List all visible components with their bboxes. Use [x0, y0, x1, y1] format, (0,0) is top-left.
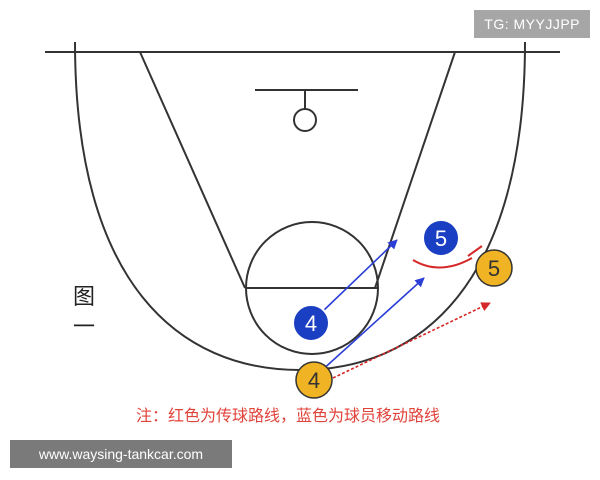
legend-note: 注：红色为传球路线，蓝色为球员移动路线	[136, 406, 440, 425]
player-blue-4-number: 4	[305, 311, 317, 336]
figure-label-top: 图	[73, 285, 95, 310]
player-blue-5-number: 5	[435, 226, 447, 251]
movement-route-yellow4	[319, 277, 425, 373]
player-blue-5: 5	[422, 219, 460, 257]
player-blue-4: 4	[292, 304, 330, 342]
player-yellow-5: 5	[475, 249, 513, 287]
defender-tick	[467, 245, 483, 257]
movement-route-blue4	[321, 239, 398, 313]
player-yellow-4: 4	[295, 361, 333, 399]
telegram-tag: TG: MYYJJPP	[474, 10, 590, 38]
website-watermark: www.waysing-tankcar.com	[10, 440, 232, 468]
figure-label-bottom: 一	[73, 315, 95, 340]
rim	[293, 108, 317, 132]
lane	[139, 51, 456, 289]
defender-arc	[412, 257, 473, 269]
pass-route	[332, 302, 491, 379]
court-lines	[45, 41, 560, 372]
player-yellow-5-number: 5	[488, 256, 500, 281]
player-yellow-4-number: 4	[308, 368, 320, 393]
